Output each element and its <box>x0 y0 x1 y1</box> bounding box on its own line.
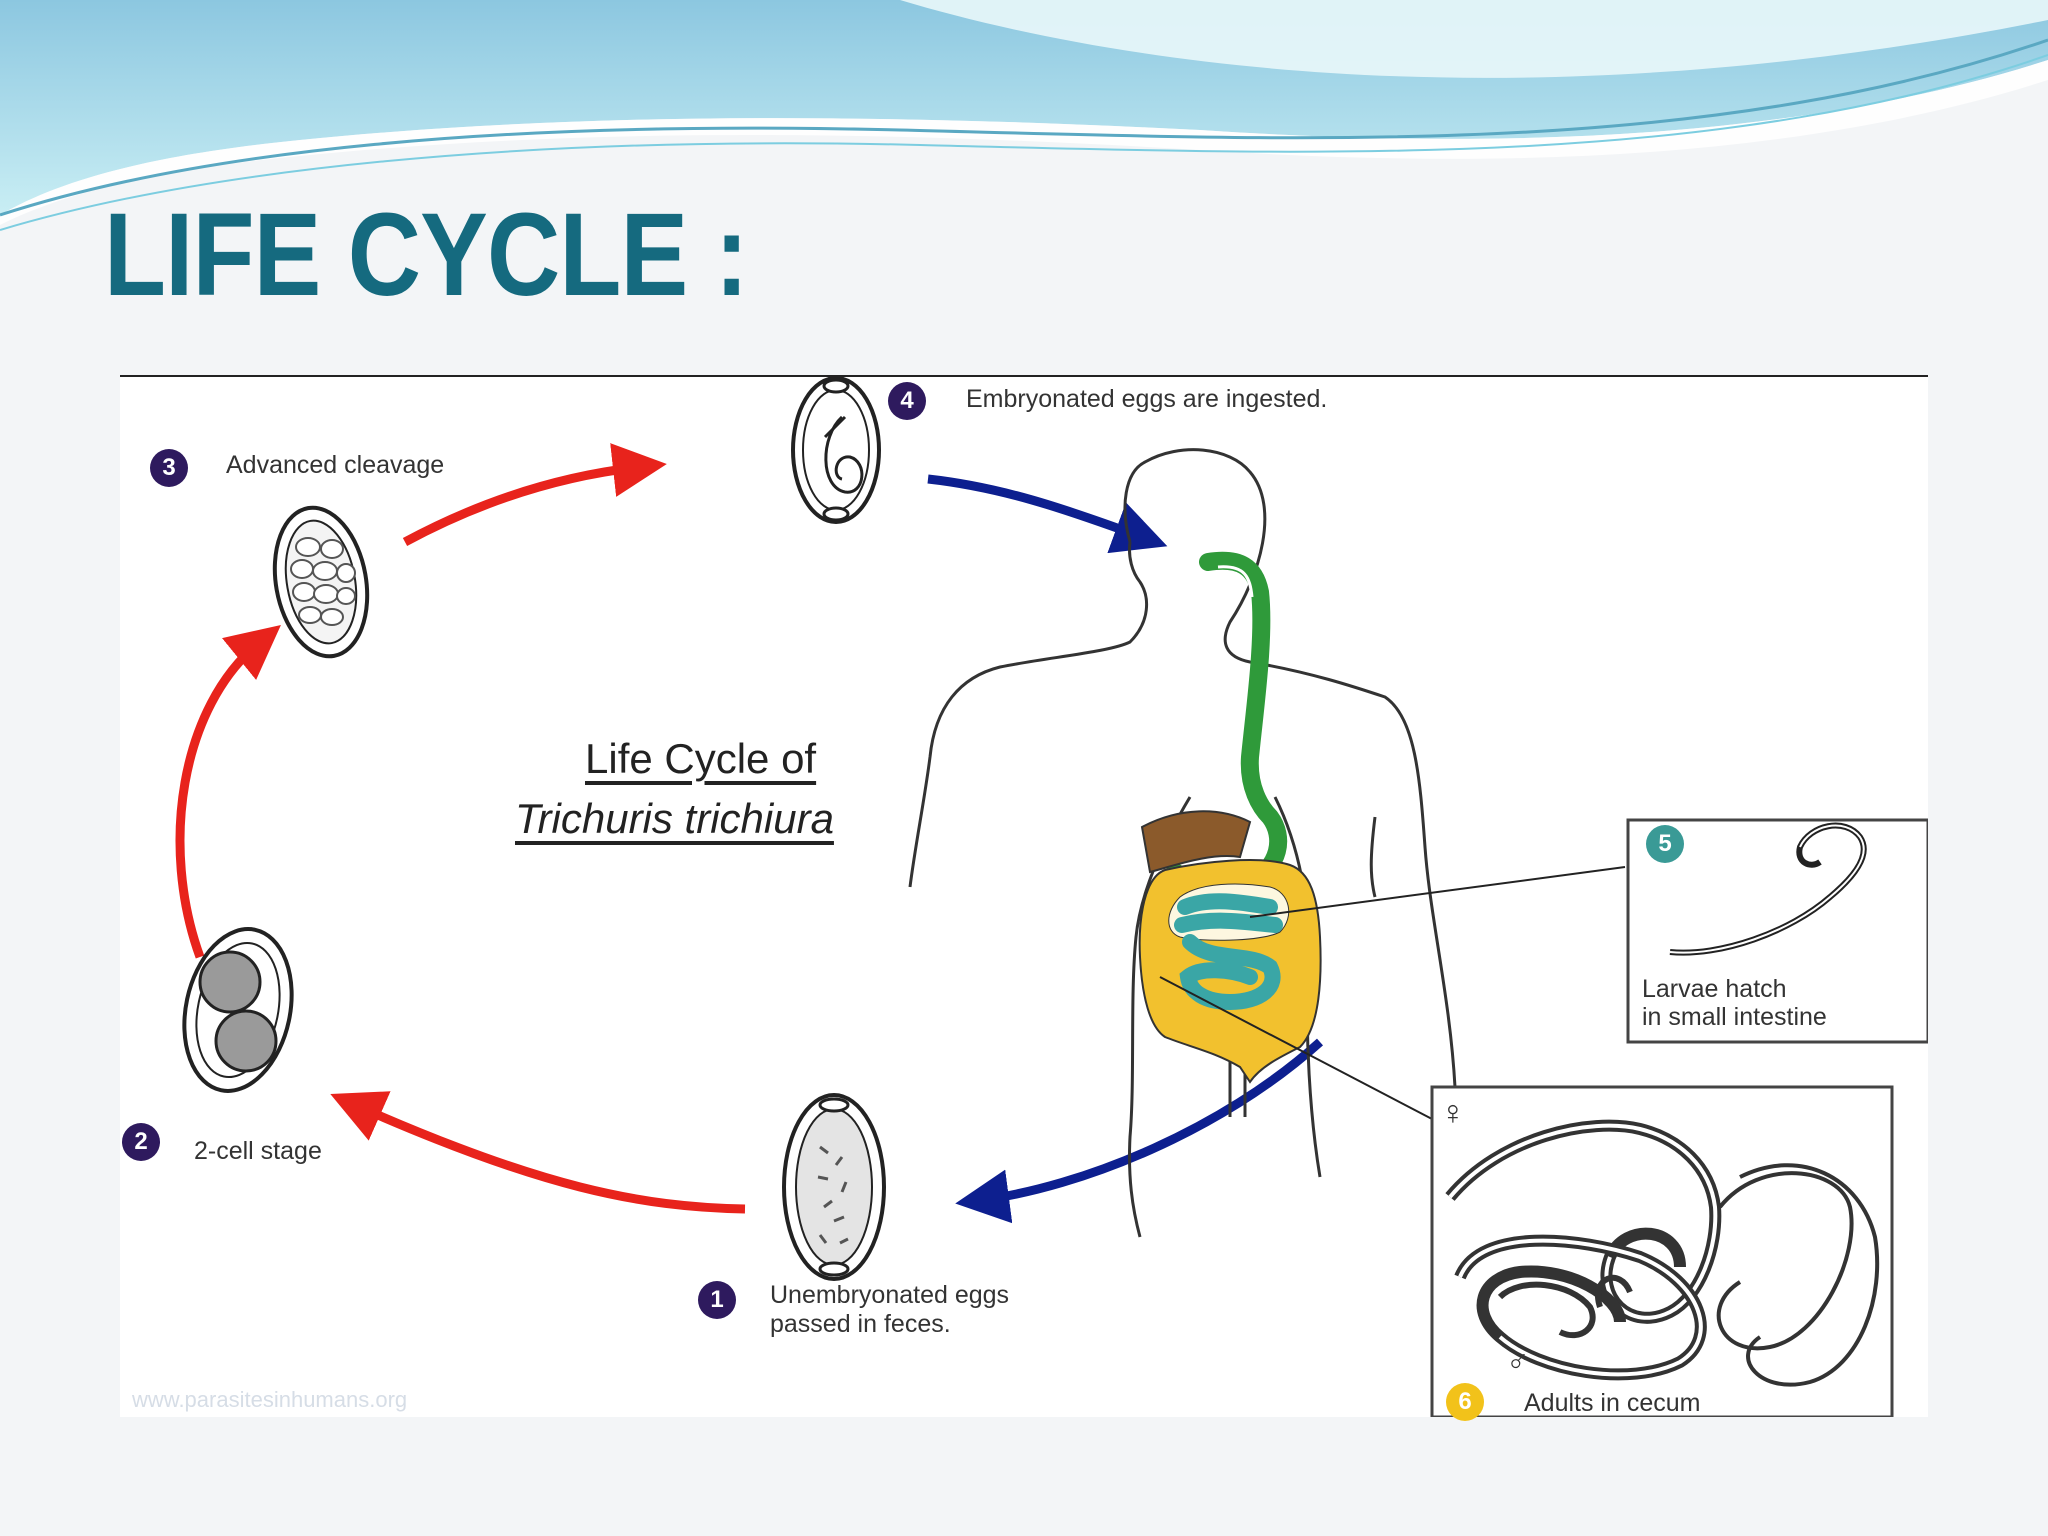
slide-title: LIFE CYCLE : <box>104 189 749 321</box>
stage-5-label-line2: in small intestine <box>1642 1003 1827 1031</box>
egg-advanced-cleavage <box>272 505 370 659</box>
stage-badge-1: 1 <box>698 1281 736 1319</box>
stage-badge-4: 4 <box>888 382 926 420</box>
digestive-tract <box>1138 551 1322 1084</box>
header-wave-decoration <box>0 0 2048 231</box>
egg-unembryonated <box>782 1093 886 1281</box>
stage-badge-3: 3 <box>150 449 188 487</box>
arrow-4-to-host <box>927 474 1168 554</box>
diagram-title-line1: Life Cycle of <box>585 735 817 782</box>
diagram-title-line2: Trichuris trichiura <box>515 795 834 842</box>
stage-5-label-line1: Larvae hatch <box>1642 975 1787 1003</box>
egg-embryonated <box>791 377 881 524</box>
stage-3-label: Advanced cleavage <box>226 451 445 479</box>
stage-6-label: Adults in cecum <box>1524 1389 1701 1417</box>
male-symbol: ♂ <box>1506 1343 1530 1379</box>
arrow-2-to-3 <box>175 624 281 959</box>
stage-badge-5: 5 <box>1646 825 1684 863</box>
arrow-host-to-1 <box>955 1038 1324 1224</box>
stage-4-label: Embryonated eggs are ingested. <box>966 385 1328 413</box>
source-watermark: www.parasitesinhumans.org <box>132 1387 408 1412</box>
connector-line-small-intestine <box>1249 866 1626 918</box>
egg-two-cell <box>182 927 294 1093</box>
arrow-3-to-4 <box>402 443 667 546</box>
title-divider <box>120 375 1928 377</box>
stage-1-label-line1: Unembryonated eggs <box>770 1281 1010 1309</box>
stage-badge-2: 2 <box>122 1123 160 1161</box>
female-symbol: ♀ <box>1440 1094 1466 1132</box>
stage-1-label-line2: passed in feces. <box>770 1310 951 1338</box>
life-cycle-drawing <box>175 377 1928 1417</box>
connector-line-cecum <box>1159 976 1433 1120</box>
arrow-1-to-2 <box>330 1091 746 1214</box>
life-cycle-figure: Life Cycle of Trichuris trichiura 4 Embr… <box>120 377 1928 1421</box>
adult-worms-drawing <box>1445 1119 1880 1387</box>
stage-2-label: 2-cell stage <box>194 1137 322 1165</box>
stage-badge-6: 6 <box>1446 1383 1484 1421</box>
